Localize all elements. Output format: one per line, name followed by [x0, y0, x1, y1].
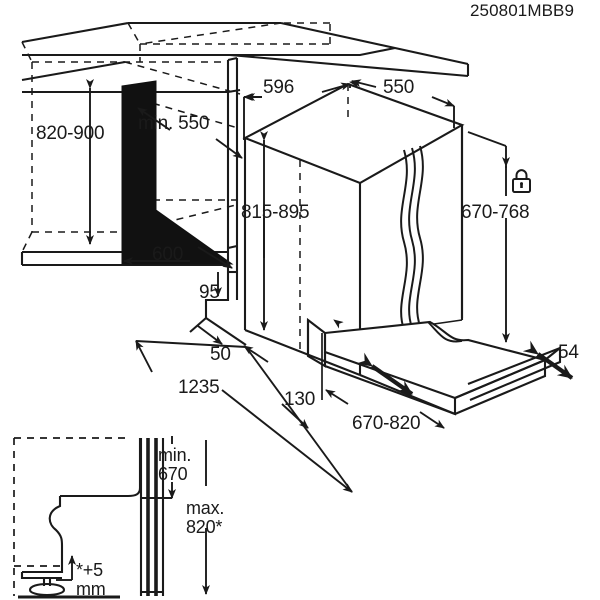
door-break-line [427, 321, 463, 343]
appliance-hidden-edges [244, 83, 361, 372]
appliance-right-return [402, 125, 464, 346]
niche-section-fill [121, 80, 234, 265]
move-arrows [356, 340, 574, 396]
dimension-door-panel-height: 670-768 [461, 202, 530, 223]
dimension-worktop-min: min. 670 [158, 445, 192, 484]
dimension-niche-height: 820-900 [36, 123, 105, 144]
dimension-door-open-depth: 1235 [178, 377, 220, 398]
detail-cabinet-panels [139, 438, 165, 596]
dimension-lines [86, 79, 510, 493]
detail-dimension-lines [56, 436, 210, 595]
dimension-plinth-depth: 50 [210, 344, 231, 365]
dimension-appliance-height: 815-895 [241, 202, 310, 223]
niche-hidden-edges [21, 22, 331, 253]
model-code: 250801MBB9 [470, 1, 575, 20]
dimension-niche-width: 600 [152, 244, 184, 265]
dimension-plinth-recess: 95 [199, 282, 220, 303]
dimension-worktop-max: max. 820* [186, 498, 225, 537]
dimension-foot-adjust: *+5 mm [76, 560, 106, 599]
detail-view-frame [13, 437, 130, 596]
dimension-door-panel-width: 670-820 [352, 413, 421, 434]
dimension-door-panel-thickness: 54 [558, 342, 579, 363]
appliance-break-line [400, 145, 424, 331]
cabinet-niche-outline [20, 21, 470, 267]
dimension-appliance-width-top: 596 [263, 77, 295, 98]
dimension-niche-depth-min: min. 550 [138, 113, 210, 134]
dimension-appliance-depth-top: 550 [383, 77, 415, 98]
dimension-front-offset: 130 [284, 389, 316, 410]
padlock-icon [512, 169, 531, 193]
open-door-panel [306, 317, 562, 416]
